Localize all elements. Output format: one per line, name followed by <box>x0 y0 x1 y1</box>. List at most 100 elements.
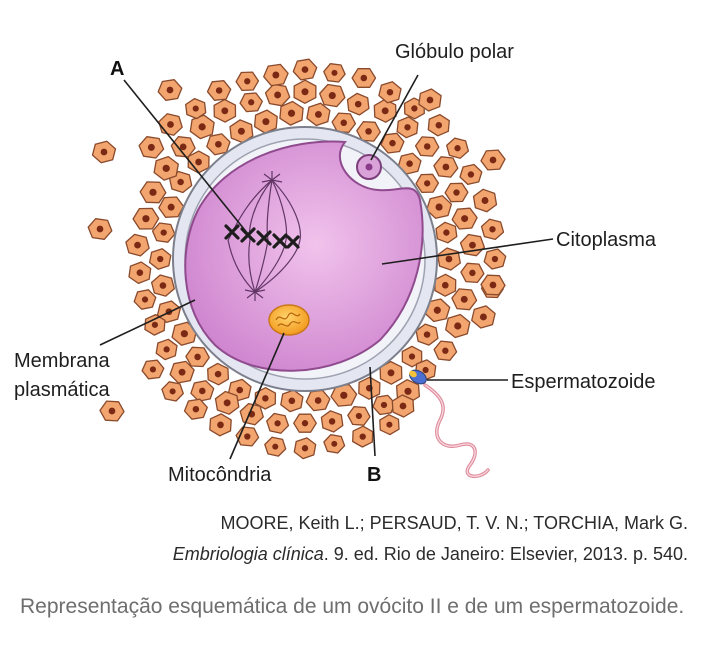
spermatozoon <box>409 369 490 478</box>
oocyte-diagram: A Glóbulo polar Citoplasma Espermatozoid… <box>14 41 657 486</box>
follicle-cell <box>480 149 506 171</box>
follicle-cell <box>280 389 304 413</box>
follicle-cell <box>293 79 317 104</box>
leader-b <box>369 366 376 457</box>
follicle-cell <box>170 136 196 158</box>
follicle-cell <box>459 163 483 186</box>
follicle-cell <box>346 92 370 116</box>
follicle-cell <box>352 425 374 448</box>
follicle-cell <box>253 109 278 134</box>
follicle-cell <box>183 398 208 420</box>
follicle-cell <box>378 81 402 104</box>
follicle-cell <box>358 376 381 400</box>
follicle-cell <box>128 261 152 285</box>
follicle-cell <box>320 410 344 433</box>
follicle-cell <box>331 112 357 134</box>
follicle-cell <box>415 173 440 194</box>
label-a: A <box>110 58 124 80</box>
citation-source: Embriologia clínica. 9. ed. Rio de Janei… <box>173 544 688 565</box>
label-globulo-polar: Glóbulo polar <box>395 41 514 63</box>
leader-membrana <box>99 299 196 346</box>
follicle-cell <box>158 113 183 136</box>
follicle-cell <box>138 136 165 159</box>
follicle-cell <box>161 381 184 402</box>
follicle-cell <box>418 88 442 112</box>
follicle-cell <box>433 156 459 178</box>
follicle-cell <box>254 387 277 410</box>
follicle-cell <box>427 113 450 137</box>
follicle-cell <box>471 305 496 329</box>
leader-mitocondria <box>229 332 285 460</box>
follicle-cell <box>87 218 113 240</box>
follicle-cell <box>264 83 291 107</box>
citation-authors: MOORE, Keith L.; PERSAUD, T. V. N.; TORC… <box>220 513 688 533</box>
follicle-cell <box>91 140 117 164</box>
follicle-cell <box>151 222 176 243</box>
meiotic-spindle <box>227 171 301 301</box>
label-membrana-line2: plasmática <box>14 379 110 401</box>
follicle-cell <box>391 394 415 418</box>
follicle-cell <box>235 71 260 92</box>
follicle-cell <box>158 196 185 218</box>
follicle-cell <box>415 323 439 346</box>
follicle-cell <box>239 92 263 113</box>
follicle-cell <box>157 79 183 101</box>
follicle-cell <box>480 218 505 241</box>
follicle-cell <box>99 400 125 422</box>
follicle-cell <box>148 248 172 270</box>
follicle-cell <box>446 137 470 159</box>
mitochondrion <box>268 304 310 336</box>
follicle-cell <box>125 233 150 257</box>
follicle-cell <box>139 181 167 204</box>
follicle-cell <box>206 133 231 156</box>
follicle-cell <box>379 414 400 436</box>
follicle-cell <box>189 114 215 140</box>
follicle-cell <box>144 313 166 336</box>
follicle-cell <box>460 262 485 284</box>
label-espermatozoide: Espermatozoide <box>511 371 656 393</box>
corona-radiata-cells <box>125 58 507 460</box>
follicle-cell <box>150 274 175 297</box>
follicle-cell <box>472 188 498 213</box>
follicle-cell <box>293 437 317 460</box>
follicle-cell <box>266 412 290 434</box>
follicle-cell <box>480 274 506 296</box>
chromosomes <box>224 224 300 249</box>
figure-caption: Representação esquemática de um ovócito … <box>20 595 685 618</box>
follicle-cell <box>239 402 264 426</box>
follicle-cell <box>185 346 210 368</box>
follicle-cell <box>483 248 507 270</box>
follicle-cell <box>356 121 381 142</box>
leader-a <box>123 79 249 235</box>
follicle-cell <box>263 63 289 87</box>
follicle-cell <box>347 406 371 426</box>
follicle-cell <box>207 362 230 386</box>
citation-publication: . 9. ed. Rio de Janeiro: Elsevier, 2013.… <box>323 544 688 564</box>
follicle-cell <box>206 80 232 101</box>
follicle-cell <box>169 360 195 384</box>
label-membrana-line1: Membrana <box>14 350 110 372</box>
citation-book-title: Embriologia clínica <box>172 544 324 564</box>
follicle-cell <box>436 247 461 271</box>
follicle-cell <box>155 338 178 361</box>
follicle-cell <box>187 150 210 174</box>
follicle-cell <box>414 136 440 157</box>
follicle-cell <box>293 413 317 433</box>
follicle-cell <box>133 289 157 310</box>
follicle-cell <box>372 394 396 416</box>
follicle-cell <box>190 380 215 402</box>
follicle-cell <box>319 83 346 108</box>
label-b: B <box>367 464 381 486</box>
follicle-cell <box>153 155 179 181</box>
follicle-cell <box>185 97 207 120</box>
follicle-cell <box>292 58 318 81</box>
follicle-cell <box>445 313 471 339</box>
leader-lines <box>99 74 554 460</box>
follicle-cell <box>424 298 451 323</box>
follicle-cell <box>279 100 304 126</box>
follicle-cell <box>306 102 331 127</box>
follicle-cell <box>264 436 287 457</box>
follicle-cell <box>396 116 419 139</box>
polar-body <box>356 154 382 180</box>
follicle-cell <box>433 340 458 361</box>
